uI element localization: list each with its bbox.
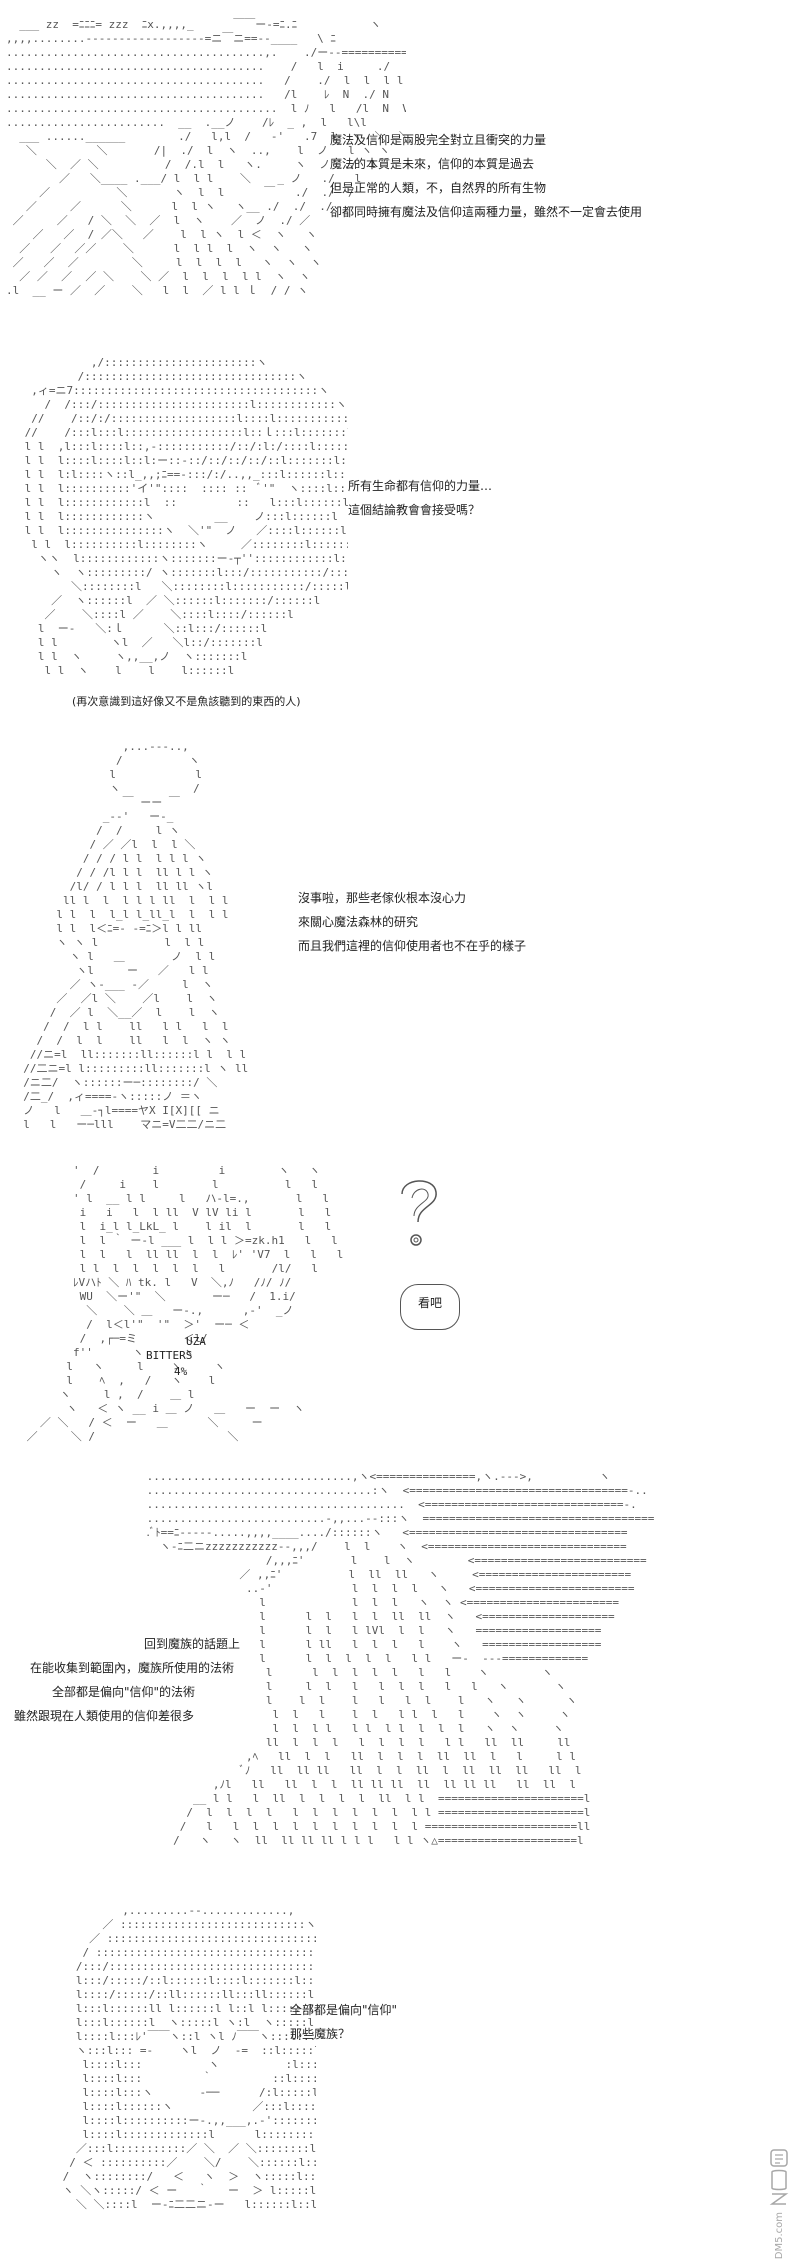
panel-1: ___ zz =ﾆﾆﾆ= zzz ﾆx.,,,,_ ￣￣ー-=ﾆ.ﾆ ヽ ,,,… (0, 0, 800, 350)
ascii-art-figure-5: ...............................,ヽ<======… (146, 1470, 655, 1847)
dialogue-line: 而且我們這裡的信仰使用者也不在乎的樣子 (298, 939, 527, 953)
ascii-art-figure-4: ' / i i ヽ ヽ / i l l l l ' l __ l l l ハ-l… (26, 1164, 344, 1443)
dm5-logo-icon (769, 2149, 789, 2205)
dialogue-line: 所有生命都有信仰的力量… (348, 479, 493, 493)
mug-text-bitters: BITTERS (146, 1349, 193, 1362)
panel-5: ...............................,ヽ<======… (0, 1460, 800, 1880)
mug-text-percent: 4% (174, 1365, 188, 1378)
caption-line: (再次意識到這好像又不是魚該聽到的東西的人) (72, 695, 301, 708)
dialogue-line: 來關心魔法森林的研究 (298, 915, 419, 929)
watermark-text: DM5.com (773, 2211, 785, 2259)
ascii-art-figure-2: ,/:::::::::::::::::::::::ヽ /::::::::::::… (24, 356, 348, 677)
dialogue-line: 在能收集到範圍內，魔族所使用的法術 (30, 1661, 235, 1675)
site-watermark: DM5.com (766, 2139, 792, 2259)
ascii-art-figure-6: ,.........--............., ／ :::::::::::… (62, 1904, 316, 2211)
panel-6: ,.........--............., ／ :::::::::::… (0, 1880, 800, 2265)
dialogue-line: 全部都是偏向"信仰" (290, 2003, 398, 2017)
ascii-art-figure-3: ,...---.., / ヽ l l ヽ / ￣ ーー ￣ _-‐' ー-_ /… (23, 740, 249, 1131)
ascii-art-figure-1: ___ zz =ﾆﾆﾆ= zzz ﾆx.,,,,_ ￣￣ー-=ﾆ.ﾆ ヽ ,,,… (6, 18, 406, 297)
question-mark-icon (392, 1172, 452, 1262)
dialogue-line: 雖然跟現在人類使用的信仰差很多 (14, 1709, 195, 1723)
speech-bubble: 看吧 (400, 1284, 460, 1330)
panel-2: ,/:::::::::::::::::::::::ヽ /::::::::::::… (0, 350, 800, 730)
narration-line: 但是正常的人類，不，自然界的所有生物 (330, 181, 547, 195)
mug-text-uza: UZA (186, 1335, 206, 1348)
dialogue-line: 全部都是偏向"信仰"的法術 (52, 1685, 196, 1699)
dialogue-line: 這個結論教會會接受嗎？ (348, 503, 481, 517)
bubble-text: 看吧 (417, 1296, 442, 1310)
narration-line: 魔法的本質是未來，信仰的本質是過去 (330, 157, 535, 171)
dialogue-line: 回到魔族的話題上 (144, 1637, 241, 1651)
narration-line: 魔法及信仰是兩股完全對立且衝突的力量 (330, 133, 547, 147)
panel-4: ' / i i ヽ ヽ / i l l l l ' l __ l l l ハ-l… (0, 1160, 800, 1460)
narration-line: 卻都同時擁有魔法及信仰這兩種力量，雖然不一定會去使用 (330, 205, 643, 219)
panel-3: ,...---.., / ヽ l l ヽ / ￣ ーー ￣ _-‐' ー-_ /… (0, 730, 800, 1160)
dialogue-line: 沒事啦，那些老傢伙根本沒心力 (298, 891, 467, 905)
dialogue-line: 那些魔族？ (290, 2027, 351, 2041)
